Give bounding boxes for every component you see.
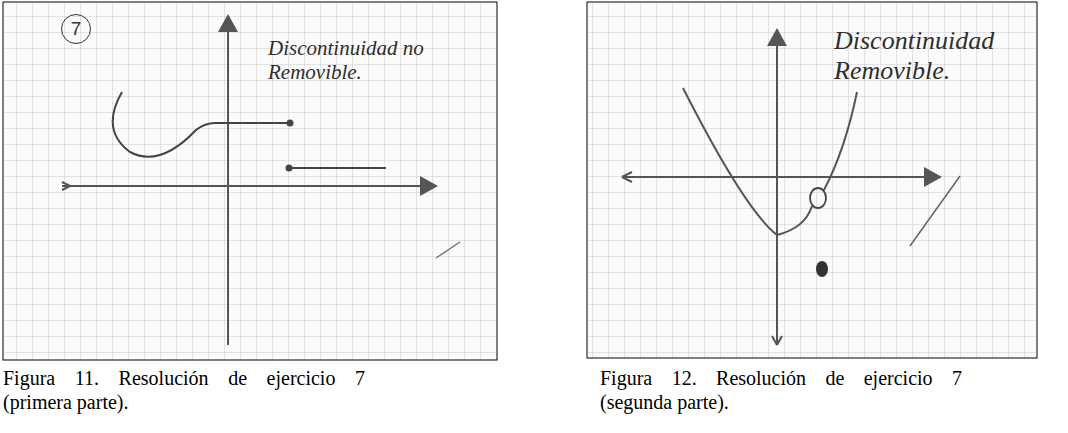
function-curve — [113, 92, 290, 157]
figure-caption: Figura 11. Resolución de ejercicio 7 (pr… — [3, 366, 365, 414]
handwritten-note: Discontinuidad Removible. — [834, 26, 1024, 86]
x-axis — [62, 182, 70, 190]
circled-number: 7 — [61, 14, 91, 44]
y-axis — [772, 336, 782, 345]
hole — [810, 188, 826, 208]
grid-paper — [4, 3, 496, 359]
figure-caption: Figura 12. Resolución de ejercicio 7 (se… — [600, 366, 962, 414]
photo-frame — [587, 2, 1037, 358]
check-mark — [436, 242, 460, 258]
y-axis — [776, 30, 778, 345]
parabola — [683, 88, 857, 235]
y-axis — [227, 340, 229, 345]
function-line — [289, 167, 386, 169]
check-mark — [910, 176, 960, 246]
endpoint — [286, 165, 293, 172]
x-axis — [622, 176, 940, 178]
point — [816, 261, 828, 277]
handwritten-note: Discontinuidad no Removible. — [268, 36, 468, 84]
photo-frame — [3, 2, 497, 360]
x-axis — [622, 172, 632, 182]
y-axis — [227, 16, 229, 345]
grid-paper — [588, 3, 1036, 357]
endpoint — [287, 120, 294, 127]
exercise-number: 7 — [71, 18, 82, 40]
x-axis — [62, 185, 436, 187]
